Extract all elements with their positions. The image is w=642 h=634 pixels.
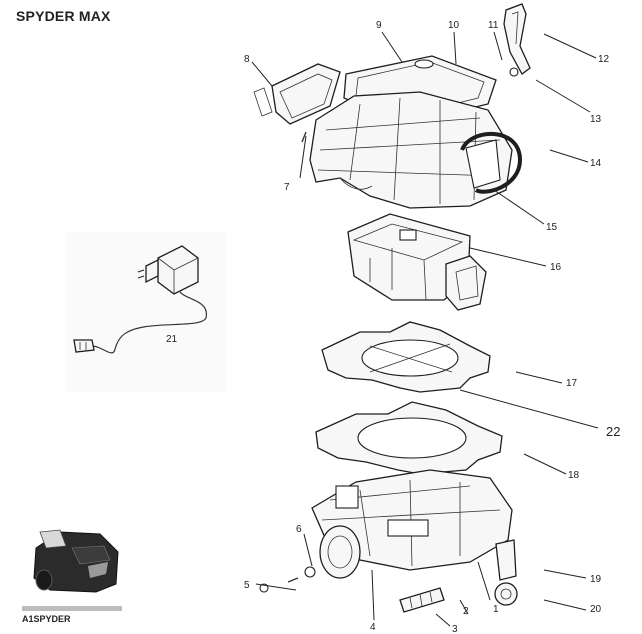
thumbnail-divider — [22, 606, 122, 611]
callout-14: 14 — [590, 158, 602, 169]
callout-17: 17 — [566, 378, 578, 389]
callout-19: 19 — [590, 574, 602, 585]
diagram-title: SPYDER MAX — [16, 8, 111, 24]
callout-7: 7 — [284, 182, 290, 193]
filter-frame-upper — [321, 321, 491, 393]
top-assembly — [253, 3, 531, 209]
callout-2: 2 — [463, 606, 469, 617]
callout-8: 8 — [244, 54, 250, 65]
callout-5: 5 — [244, 580, 250, 591]
callout-6: 6 — [296, 524, 302, 535]
leader-lines — [251, 31, 599, 627]
thumbnail-label: A1SPYDER — [22, 614, 71, 624]
callout-10: 10 — [448, 20, 460, 31]
callout-12: 12 — [598, 54, 610, 65]
callout-15: 15 — [546, 222, 558, 233]
motor-block — [347, 213, 487, 311]
product-thumbnail — [33, 529, 119, 593]
callout-1: 1 — [493, 604, 499, 615]
filter-frame-lower — [315, 401, 503, 475]
callout-13: 13 — [590, 114, 602, 125]
callout-16: 16 — [550, 262, 562, 273]
base-chassis — [259, 469, 518, 613]
callout-22: 22 — [606, 424, 620, 439]
callout-20: 20 — [590, 604, 602, 615]
callout-labels: 1 2 3 4 5 6 7 8 9 10 11 12 13 14 15 16 1… — [166, 20, 620, 634]
callout-9: 9 — [376, 20, 382, 31]
callout-21: 21 — [166, 334, 178, 345]
charger-illustration — [66, 232, 226, 392]
callout-4: 4 — [370, 622, 376, 633]
callout-11: 11 — [488, 20, 499, 31]
callout-18: 18 — [568, 470, 580, 481]
callout-3: 3 — [452, 624, 458, 634]
